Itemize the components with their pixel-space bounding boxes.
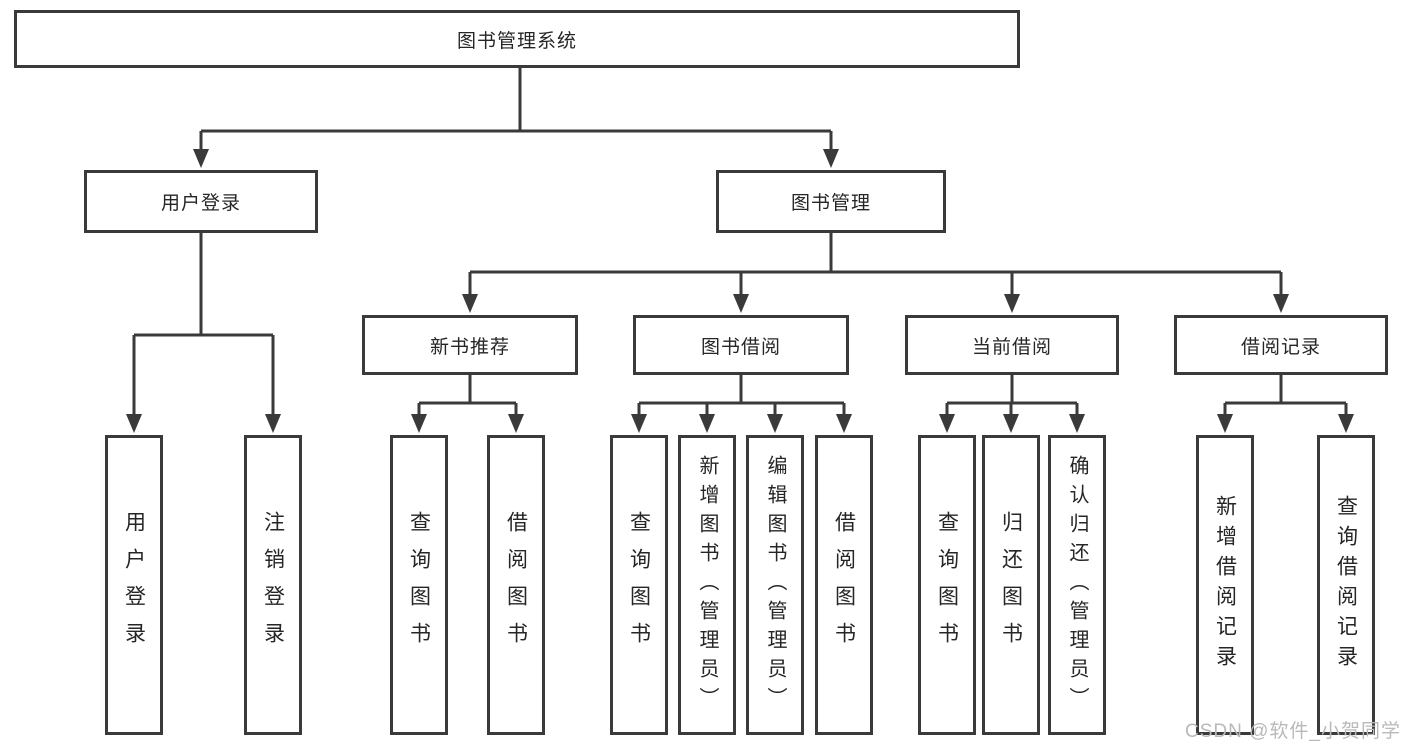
node-label: 当前借阅 [971,336,1052,358]
node-label: 查询图书 [627,511,651,659]
leaf-add-borrow-record: 新增借阅记录 [1196,435,1254,735]
leaf-query-books-3: 查询图书 [918,435,976,735]
node-label: 查询借阅记录 [1334,495,1358,675]
leaf-query-borrow-record: 查询借阅记录 [1317,435,1375,735]
node-label: 新增借阅记录 [1213,495,1237,675]
watermark: CSDN @软件_小贺同学 [1185,721,1401,742]
node-label: 查询图书 [407,511,431,659]
arrow-down-icon [265,414,281,433]
arrow-down-icon [631,414,647,433]
node-book-borrowing: 图书借阅 [633,315,849,375]
leaf-query-books-2: 查询图书 [610,435,668,735]
node-label: 编辑图书（管理员） [764,454,786,716]
arrow-down-icon [1004,294,1020,313]
arrow-down-icon [823,149,839,168]
arrow-down-icon [1003,414,1019,433]
leaf-edit-books-admin: 编辑图书（管理员） [746,435,804,735]
leaf-user-login: 用户登录 [105,435,163,735]
node-label: 确认归还（管理员） [1066,454,1088,716]
node-label: 用户登录 [122,511,146,659]
arrow-down-icon [462,294,478,313]
leaf-borrow-books-2: 借阅图书 [815,435,873,735]
node-label: 新书推荐 [429,336,510,358]
arrow-down-icon [1338,414,1354,433]
arrow-down-icon [939,414,955,433]
node-current-borrowing: 当前借阅 [905,315,1119,375]
node-borrow-records: 借阅记录 [1174,315,1388,375]
leaf-logout: 注销登录 [244,435,302,735]
node-label: 注销登录 [261,511,285,659]
node-user-login: 用户登录 [84,170,318,233]
leaf-confirm-return-admin: 确认归还（管理员） [1048,435,1106,735]
node-label: 用户登录 [160,193,241,214]
node-label: 新增图书（管理员） [696,454,718,716]
arrow-down-icon [126,414,142,433]
node-label: 借阅记录 [1240,336,1321,358]
arrow-down-icon [1273,294,1289,313]
node-label: 归还图书 [999,511,1023,659]
arrow-down-icon [411,414,427,433]
leaf-add-books-admin: 新增图书（管理员） [678,435,736,735]
arrow-down-icon [836,414,852,433]
arrow-down-icon [1069,414,1085,433]
arrow-down-icon [508,414,524,433]
node-label: 借阅图书 [832,511,856,659]
arrow-down-icon [193,149,209,168]
node-label: 图书管理系统 [456,30,577,52]
node-root: 图书管理系统 [14,10,1020,68]
arrow-down-icon [767,414,783,433]
node-label: 借阅图书 [504,511,528,659]
node-label: 图书借阅 [700,336,781,358]
node-label: 图书管理 [790,193,871,214]
node-label: 查询图书 [935,511,959,659]
node-book-management: 图书管理 [716,170,946,233]
leaf-borrow-books-1: 借阅图书 [487,435,545,735]
arrow-down-icon [699,414,715,433]
leaf-return-books: 归还图书 [982,435,1040,735]
leaf-query-books-1: 查询图书 [390,435,448,735]
arrow-down-icon [1217,414,1233,433]
node-new-book-recommend: 新书推荐 [362,315,578,375]
arrow-down-icon [733,294,749,313]
